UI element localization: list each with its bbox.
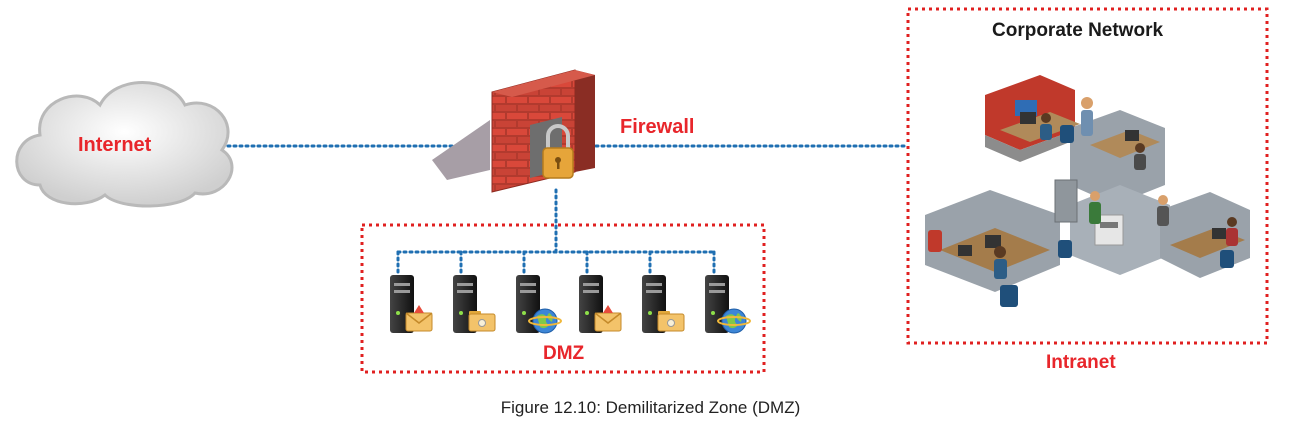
firewall-icon	[432, 69, 595, 193]
mail-icon	[594, 305, 622, 332]
folder-icon	[468, 311, 496, 332]
folder-icon	[657, 311, 685, 332]
firewall-label: Firewall	[620, 116, 695, 138]
dmz-server-group	[390, 275, 751, 334]
dmz-server	[579, 275, 622, 333]
network-links	[226, 144, 907, 274]
corporate-office-illustration	[925, 75, 1250, 307]
intranet-zone-border	[906, 7, 1269, 345]
corporate-network-title: Corporate Network	[992, 20, 1164, 41]
figure-caption: Figure 12.10: Demilitarized Zone (DMZ)	[500, 398, 801, 417]
dmz-server	[516, 275, 562, 334]
dmz-server	[453, 275, 496, 333]
dmz-label: DMZ	[543, 343, 585, 364]
dmz-server	[642, 275, 685, 333]
globe-icon	[717, 308, 751, 334]
internet-cloud	[15, 81, 234, 208]
intranet-label: Intranet	[1046, 352, 1116, 373]
mail-icon	[405, 305, 433, 332]
dmz-server	[390, 275, 433, 333]
globe-icon	[528, 308, 562, 334]
dmz-zone-border	[360, 223, 766, 374]
internet-label: Internet	[78, 134, 152, 156]
dmz-server	[705, 275, 751, 334]
